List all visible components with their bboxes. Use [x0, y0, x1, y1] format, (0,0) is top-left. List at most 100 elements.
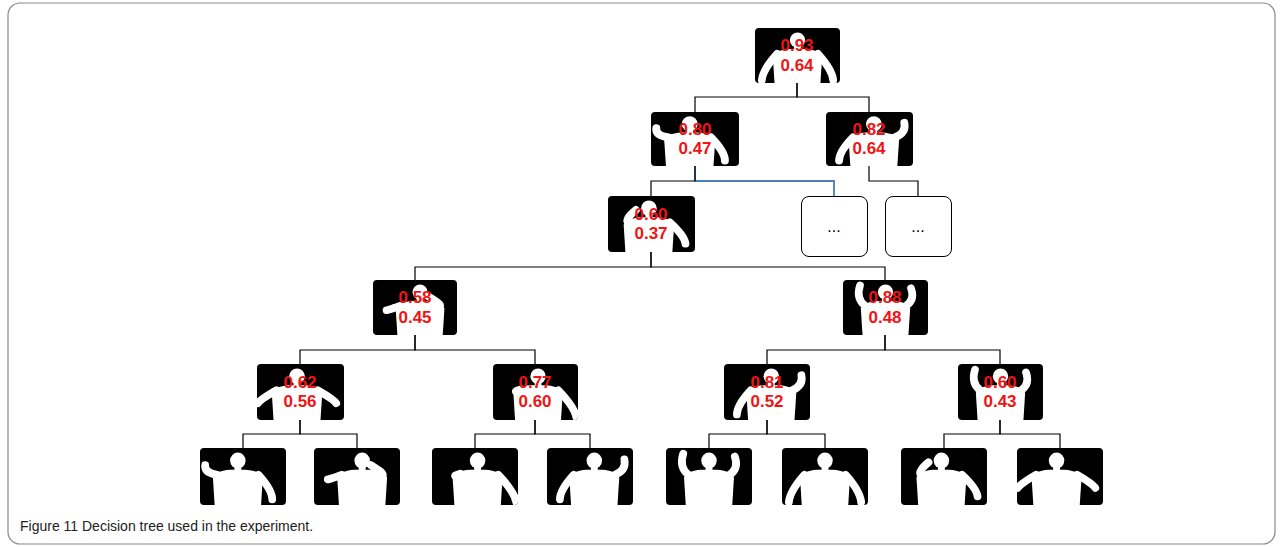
tree-branch: [869, 166, 918, 196]
arm-shape: [737, 390, 751, 414]
score-value: 0.56: [283, 392, 316, 411]
silhouette: [205, 453, 272, 505]
node-text-group: 0.810.52: [724, 364, 810, 420]
neck-shape: [591, 465, 598, 472]
arm-shape: [558, 390, 576, 417]
leaf-connector: [243, 420, 300, 448]
silhouette: [453, 453, 517, 505]
thumbnail-ground: [782, 448, 868, 505]
node-text-group: 0.820.64: [826, 112, 913, 166]
node-text-group: 0.930.64: [755, 28, 840, 83]
thumbnail-ground: [666, 448, 752, 505]
silhouette: [328, 453, 387, 505]
neck-shape: [1053, 465, 1060, 472]
arm-shape: [920, 462, 928, 475]
leaf-connector: [1000, 420, 1060, 448]
arm-shape: [792, 375, 802, 390]
ellipsis-text: ...: [827, 219, 840, 235]
leaf-connector: [944, 420, 1000, 448]
tree-node-thumbnail: 0.600.37: [608, 196, 695, 252]
score-value: 0.43: [983, 392, 1016, 411]
neck-shape: [822, 465, 829, 472]
arm-shape: [386, 306, 399, 310]
arm-shape: [1020, 372, 1026, 390]
node-text-group: 0.600.43: [958, 364, 1043, 420]
tree-branch: [415, 252, 651, 280]
score-value: 0.45: [398, 308, 431, 327]
ellipsis-text: ...: [911, 219, 924, 235]
node-text-group: 0.580.45: [373, 280, 457, 335]
silhouette: [916, 453, 977, 505]
arm-shape: [846, 475, 861, 502]
score-value: 0.48: [868, 308, 901, 327]
tree-node-thumbnail: 0.880.48: [843, 280, 928, 335]
score-value: 0.60: [983, 373, 1016, 392]
arm-shape: [894, 123, 904, 138]
frame-border: [8, 3, 1275, 544]
thumbnail-ground: [314, 448, 400, 505]
neck-shape: [234, 465, 241, 472]
score-value: 0.58: [398, 288, 431, 307]
thumbnail-ground: [432, 448, 518, 505]
arm-shape: [730, 457, 737, 475]
tree-branch: [885, 335, 1000, 364]
neck-shape: [706, 465, 713, 472]
arm-shape: [205, 465, 217, 475]
arm-shape: [682, 454, 689, 475]
arm-shape: [317, 390, 335, 403]
arm-shape: [615, 459, 625, 474]
tree-node-thumbnail: 0.810.52: [724, 364, 810, 420]
score-value: 0.64: [780, 56, 813, 75]
score-value: 0.60: [634, 205, 667, 224]
silhouette: [1018, 453, 1095, 505]
arm-shape: [789, 475, 804, 502]
score-value: 0.60: [518, 392, 551, 411]
arm-shape: [258, 475, 272, 500]
leaf-connector: [475, 420, 535, 448]
tree-branch: [695, 166, 834, 196]
tree-node-thumbnail: 0.580.45: [373, 280, 457, 335]
arm-shape: [257, 390, 275, 403]
score-value: 0.77: [518, 373, 551, 392]
arm-shape: [817, 54, 832, 80]
arm-shape: [905, 288, 911, 306]
neck-shape: [474, 465, 481, 472]
arm-shape: [656, 128, 668, 137]
silhouette: [789, 453, 861, 505]
arm-shape: [858, 286, 864, 306]
node-text-group: 0.770.60: [493, 364, 578, 420]
silhouette: [682, 453, 736, 505]
leaf-thumbnail: [432, 448, 518, 505]
arm-shape: [1018, 475, 1036, 488]
tree-branch: [415, 335, 535, 364]
arm-shape: [1077, 475, 1095, 488]
neck-shape: [359, 465, 366, 472]
leaf-connector: [767, 420, 825, 448]
leaf-thumbnail: [666, 448, 752, 505]
score-value: 0.52: [750, 392, 783, 411]
leaf-thumbnail: [1017, 448, 1103, 505]
arm-shape: [761, 54, 776, 80]
score-value: 0.47: [678, 139, 711, 158]
tree-branch: [695, 83, 797, 112]
arm-shape: [498, 475, 516, 502]
thumbnail-ground: [547, 448, 633, 505]
arm-shape: [560, 475, 574, 500]
tree-node-thumbnail: 0.800.47: [651, 112, 739, 166]
silhouette: [560, 453, 625, 505]
score-value: 0.81: [750, 373, 783, 392]
arm-shape: [328, 475, 342, 480]
node-text-group: 0.600.37: [608, 196, 695, 252]
figure-caption: Figure 11 Decision tree used in the expe…: [20, 518, 313, 534]
collapsed-branch-box: ...: [801, 196, 868, 257]
tree-branch: [651, 166, 695, 196]
leaf-connector: [300, 420, 357, 448]
tree-node-thumbnail: 0.620.56: [257, 364, 344, 420]
tree-branch: [300, 335, 415, 364]
tree-branch: [797, 83, 869, 112]
arm-shape: [669, 222, 685, 243]
leaf-thumbnail: [200, 448, 286, 505]
